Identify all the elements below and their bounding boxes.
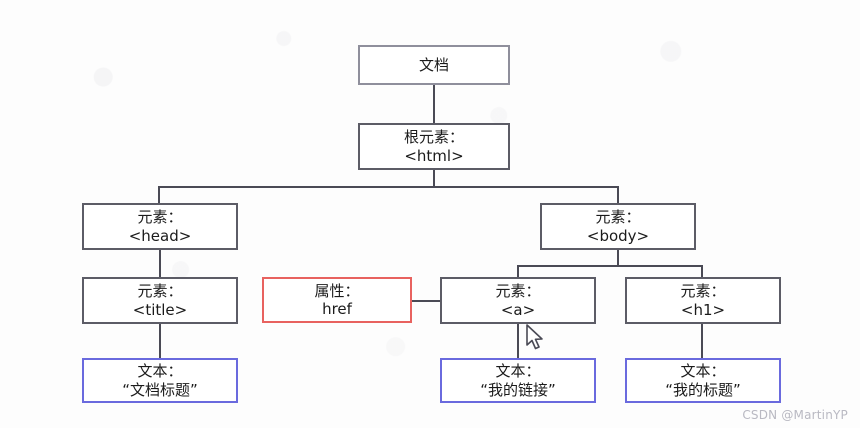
node-href: 属性：href (262, 277, 412, 323)
connector-split2-to-a (517, 265, 519, 277)
node-href-line1: 属性： (314, 281, 360, 300)
node-h1: 元素：<h1> (625, 277, 781, 324)
node-my-head-line1: 文本： (680, 362, 726, 381)
node-href-line2: href (322, 300, 352, 318)
connector-split2-to-h1 (701, 265, 703, 277)
node-head: 元素：<head> (82, 203, 238, 250)
node-document-line1: 文档 (418, 55, 449, 74)
node-body-line1: 元素： (595, 208, 641, 227)
connector-body-stem (617, 250, 619, 266)
node-body-line2: <body> (586, 226, 650, 245)
node-html: 根元素：<html> (358, 123, 510, 170)
connector-html-split (158, 186, 619, 188)
node-doc-title: 文本：“文档标题” (82, 358, 238, 403)
connector-title-to-text (159, 324, 161, 358)
connector-body-split (517, 265, 703, 267)
node-html-line2: <html> (404, 146, 464, 165)
mouse-pointer-icon (526, 324, 546, 356)
node-my-link: 文本：“我的链接” (440, 358, 596, 403)
node-document: 文档 (358, 45, 510, 85)
connector-html-stem (433, 170, 435, 188)
node-title: 元素：<title> (82, 277, 238, 324)
connector-href-to-a (412, 300, 441, 302)
node-doc-title-line1: 文本： (137, 362, 183, 381)
connector-a-to-text (517, 324, 519, 358)
connector-head-to-title (159, 250, 161, 277)
node-title-line2: <title> (132, 300, 188, 319)
node-a-line1: 元素： (495, 282, 541, 301)
connector-h1-to-text (701, 324, 703, 358)
watermark-text: CSDN @MartinYP (742, 408, 848, 422)
node-my-link-line1: 文本： (495, 362, 541, 381)
node-my-head: 文本：“我的标题” (625, 358, 781, 403)
node-h1-line2: <h1> (680, 300, 726, 319)
connector-split-to-body (617, 186, 619, 203)
node-my-head-line2: “我的标题” (665, 380, 741, 399)
connector-doc-to-html (433, 85, 435, 123)
node-title-line1: 元素： (137, 282, 183, 301)
node-my-link-line2: “我的链接” (480, 380, 556, 399)
node-head-line1: 元素： (137, 208, 183, 227)
connector-split-to-head (158, 186, 160, 203)
node-a: 元素：<a> (440, 277, 596, 324)
node-head-line2: <head> (128, 226, 192, 245)
node-html-line1: 根元素： (403, 128, 464, 147)
node-doc-title-line2: “文档标题” (122, 380, 198, 399)
node-body: 元素：<body> (540, 203, 696, 250)
node-a-line2: <a> (500, 300, 536, 319)
node-h1-line1: 元素： (680, 282, 726, 301)
